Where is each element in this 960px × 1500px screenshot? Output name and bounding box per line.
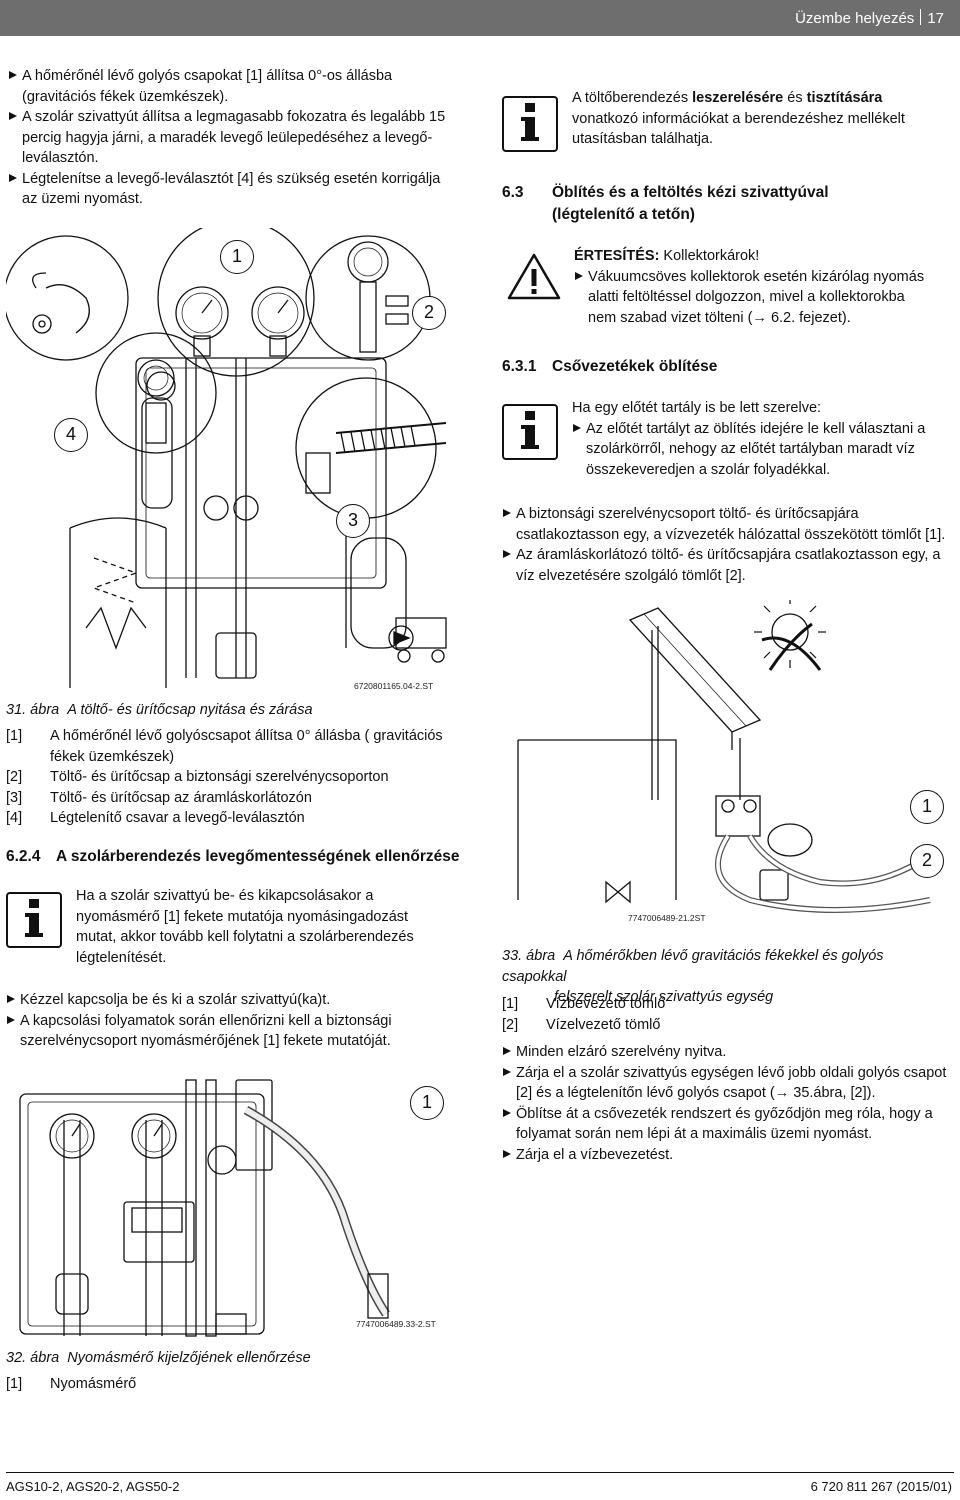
list-item: Az áramláskorlátozó töltő- és ürítőcsapj… (502, 545, 950, 586)
footer-models: AGS10-2, AGS20-2, AGS50-2 (6, 1479, 180, 1494)
info-icon (502, 96, 558, 152)
header-bar (0, 0, 960, 36)
section-6-2-4-info: Ha a szolár szivattyú be- és kikapcsolás… (76, 888, 414, 966)
list-item: Zárja el a szolár szivattyús egységen lé… (502, 1063, 952, 1104)
section-6-2-4-steps: Kézzel kapcsolja be és ki a szolár sziva… (6, 990, 476, 1052)
figure-33: 1 2 7747006489-21.2ST (500, 596, 950, 940)
figure-33-code: 7747006489-21.2ST (628, 913, 706, 923)
list-item: Vákuumcsöves kollektorok esetén kizáróla… (574, 267, 934, 329)
legend-row: [1]A hőmérőnél lévő golyóscsapot állítsa… (6, 728, 443, 765)
figure-32-legend: [1]Nyomásmérő (6, 1374, 466, 1395)
figure-33-drawing (517, 596, 932, 913)
flush-steps: Minden elzáró szerelvény nyitva. Zárja e… (502, 1042, 952, 1165)
figure-31-title: A töltő- és ürítőcsap nyitása és zárása (67, 702, 313, 718)
figure-31-drawing (3, 219, 447, 688)
separate-tank-info: Ha egy előtét tartály is be lett szerelv… (572, 398, 936, 480)
footer-rule (6, 1472, 954, 1473)
list-item: Minden elzáró szerelvény nyitva. (502, 1042, 952, 1063)
figure-31-legend: [1]A hőmérőnél lévő golyóscsapot állítsa… (6, 726, 466, 829)
legend-row: [1]Nyomásmérő (6, 1376, 137, 1392)
list-item: Zárja el a vízbevezetést. (502, 1145, 952, 1166)
figure-32-callout-1: 1 (410, 1086, 444, 1120)
legend-row: [3]Töltő- és ürítőcsap az áramláskorláto… (6, 789, 312, 806)
list-item: A biztonsági szerelvénycsoport töltő- és… (502, 504, 950, 545)
figure-32-caption: 32. ábra Nyomásmérő kijelzőjének ellenőr… (6, 1350, 311, 1366)
figure-31-callout-3: 3 (336, 504, 370, 538)
legend-row: [1]Vízbevezető tömlő (502, 996, 666, 1012)
legend-row: [2]Töltő- és ürítőcsap a biztonsági szer… (6, 769, 389, 786)
legend-row: [4]Légtelenítő csavar a levegő-leválaszt… (6, 810, 305, 827)
figure-32: 1 7747006489.33-2.ST (6, 1074, 466, 1342)
list-item: Légtelenítse a levegő-leválasztót [4] és… (8, 169, 458, 210)
figure-31-caption: 31. ábra A töltő- és ürítőcsap nyitása é… (6, 700, 476, 721)
header-section: Üzembe helyezés (795, 10, 915, 27)
cleaning-info: A töltőberendezés leszerelésére és tiszt… (572, 90, 905, 148)
list-item: A szolár szivattyút állítsa a legmagasab… (8, 107, 458, 169)
list-item: Az előtét tartályt az öblítés idejére le… (572, 419, 936, 481)
figure-33-legend: [1]Vízbevezető tömlő [2]Vízelvezető töml… (502, 994, 952, 1035)
list-item: Öblítse át a csővezeték rendszert és győ… (502, 1104, 952, 1145)
figure-32-code: 7747006489.33-2.ST (356, 1319, 436, 1329)
figure-31-code: 6720801165.04-2.ST (354, 681, 434, 691)
footer-doc-number: 6 720 811 267 (2015/01) (810, 1479, 952, 1494)
figure-31-number: 31. ábra (6, 702, 60, 718)
figure-33-callout-2: 2 (910, 844, 944, 878)
figure-31-callout-1: 1 (220, 240, 254, 274)
running-header: Üzembe helyezés 17 (795, 8, 944, 29)
figure-33-caption: 33. ábra A hőmérőkben lévő gravitációs f… (502, 948, 884, 1006)
figure-32-drawing (19, 1079, 390, 1337)
warning-icon (506, 252, 562, 309)
figure-31-callout-2: 2 (412, 296, 446, 330)
left-top-instructions: A hőmérőnél lévő golyós csapokat [1] áll… (8, 66, 458, 210)
warning-notice: ÉRTESÍTÉS: Kollektorkárok! Vákuumcsöves … (574, 246, 934, 328)
info-icon (502, 404, 558, 460)
list-item: Kézzel kapcsolja be és ki a szolár sziva… (6, 990, 476, 1011)
info-icon (6, 892, 62, 948)
warning-label: ÉRTESÍTÉS: (574, 248, 660, 264)
flush-hose-steps: A biztonsági szerelvénycsoport töltő- és… (502, 504, 950, 586)
list-item: A hőmérőnél lévő golyós csapokat [1] áll… (8, 66, 458, 107)
figure-33-callout-1: 1 (910, 790, 944, 824)
figure-31-callout-4: 4 (54, 418, 88, 452)
legend-row: [2]Vízelvezető tömlő (502, 1016, 661, 1033)
page-number: 17 (927, 10, 944, 27)
list-item: A kapcsolási folyamatok során ellenőrizn… (6, 1011, 476, 1052)
figure-31: 1 2 3 4 6720801165.04-2.ST (3, 219, 476, 696)
